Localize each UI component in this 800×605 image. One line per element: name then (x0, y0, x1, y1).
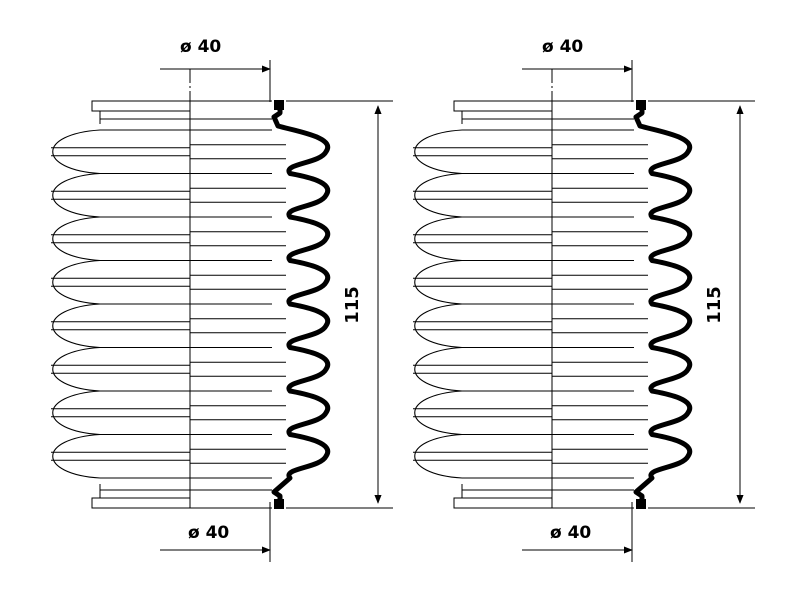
boot-2-bottom-collar (453, 484, 552, 509)
boot-1-top-collar (91, 100, 190, 124)
boot-2-wall-profile (633, 101, 693, 508)
boot-2-length-dimension: 115 (648, 100, 755, 509)
boot-1-body (51, 100, 331, 509)
boot-2-top-diameter-label: ø 40 (542, 37, 583, 57)
boot-1-wall-profile (271, 101, 331, 508)
collar-lip (636, 100, 646, 110)
boot-2-body (413, 100, 693, 509)
boot-1-length-dimension: 115 (286, 100, 393, 509)
boot-1-length-label: 115 (342, 286, 363, 324)
collar-lip (274, 100, 284, 110)
boot-1-outer-corrugation (52, 129, 101, 479)
boot-2-bottom-diameter-dimension: ø 40 (522, 502, 633, 562)
boot-2-bottom-diameter-label: ø 40 (550, 523, 591, 543)
boot-1-top-diameter-dimension: ø 40 (160, 37, 271, 500)
boot-1-bottom-collar (91, 484, 190, 509)
collar-lip (274, 499, 284, 509)
boot-2-outer-corrugation (414, 129, 463, 479)
bellows-boot-1: ø 40 ø 40 115 (51, 37, 393, 562)
boot-1-top-diameter-label: ø 40 (180, 37, 221, 57)
boot-1-bottom-diameter-dimension: ø 40 (160, 502, 271, 562)
boot-2-top-collar (453, 100, 552, 124)
collar-lip (636, 499, 646, 509)
boot-2-top-diameter-dimension: ø 40 (522, 37, 633, 500)
boot-1-bottom-diameter-label: ø 40 (188, 523, 229, 543)
bellows-boot-2: ø 40 ø 40 115 (413, 37, 755, 562)
boot-2-length-label: 115 (704, 286, 725, 324)
